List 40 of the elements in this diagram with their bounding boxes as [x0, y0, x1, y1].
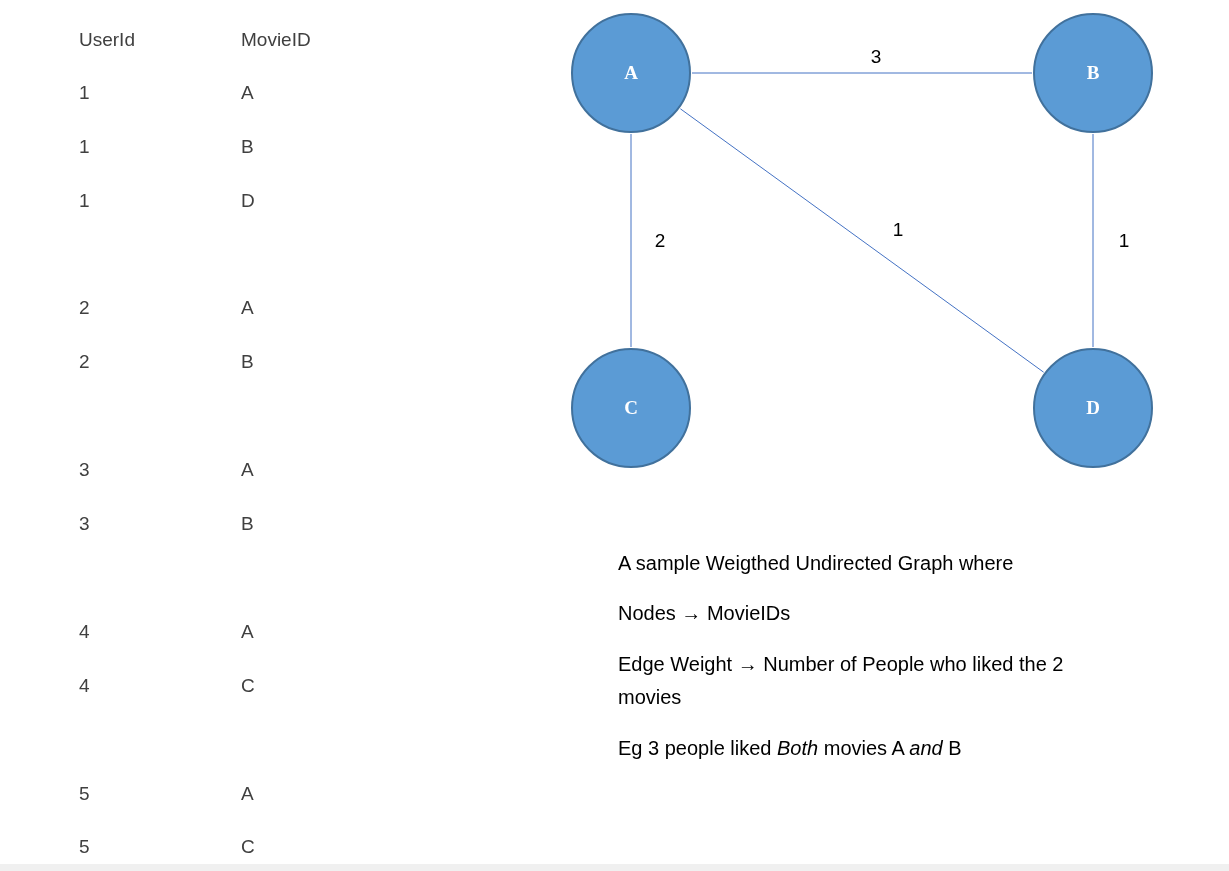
node-label: A	[624, 62, 638, 84]
table-cell: A	[241, 458, 254, 482]
column-header: MovieID	[241, 28, 311, 52]
connector-line	[630, 133, 632, 348]
table-cell: B	[241, 135, 254, 159]
note-text: Eg 3 people liked Both movies A and B	[618, 736, 963, 761]
column-header: UserId	[79, 28, 135, 52]
table-cell: C	[241, 835, 255, 859]
table-cell: 4	[79, 674, 90, 698]
table-cell: 1	[79, 135, 90, 159]
table-cell: B	[241, 350, 254, 374]
table-cell: 3	[79, 458, 90, 482]
table-cell: A	[241, 81, 254, 105]
table-cell: 2	[79, 350, 90, 374]
note-text: Edge Weight → Number of People who liked the 2 movies	[618, 652, 1065, 710]
note-text: Nodes → MovieIDs	[618, 601, 792, 626]
table-cell: C	[241, 674, 255, 698]
table-cell: 2	[79, 296, 90, 320]
node-label: B	[1086, 62, 1100, 84]
node-label: C	[624, 397, 638, 419]
connector-line	[679, 108, 1045, 373]
table-cell: A	[241, 296, 254, 320]
note-text: A sample Weigthed Undirected Graph where	[618, 551, 1015, 576]
connector-line	[1092, 133, 1094, 348]
table-cell: 4	[79, 620, 90, 644]
table-cell: A	[241, 620, 254, 644]
connector-line	[691, 72, 1033, 74]
edge-weight-label: 1	[1118, 230, 1130, 252]
table-cell: 3	[79, 512, 90, 536]
edge-weight-label: 3	[870, 46, 882, 68]
table-cell: B	[241, 512, 254, 536]
node-label: D	[1086, 397, 1100, 419]
table-cell: 1	[79, 189, 90, 213]
table-cell: 5	[79, 835, 90, 859]
edge-weight-label: 2	[654, 230, 666, 252]
table-cell: D	[241, 189, 255, 213]
table-cell: 5	[79, 782, 90, 806]
edge-weight-label: 1	[892, 219, 904, 241]
table-cell: 1	[79, 81, 90, 105]
table-cell: A	[241, 782, 254, 806]
